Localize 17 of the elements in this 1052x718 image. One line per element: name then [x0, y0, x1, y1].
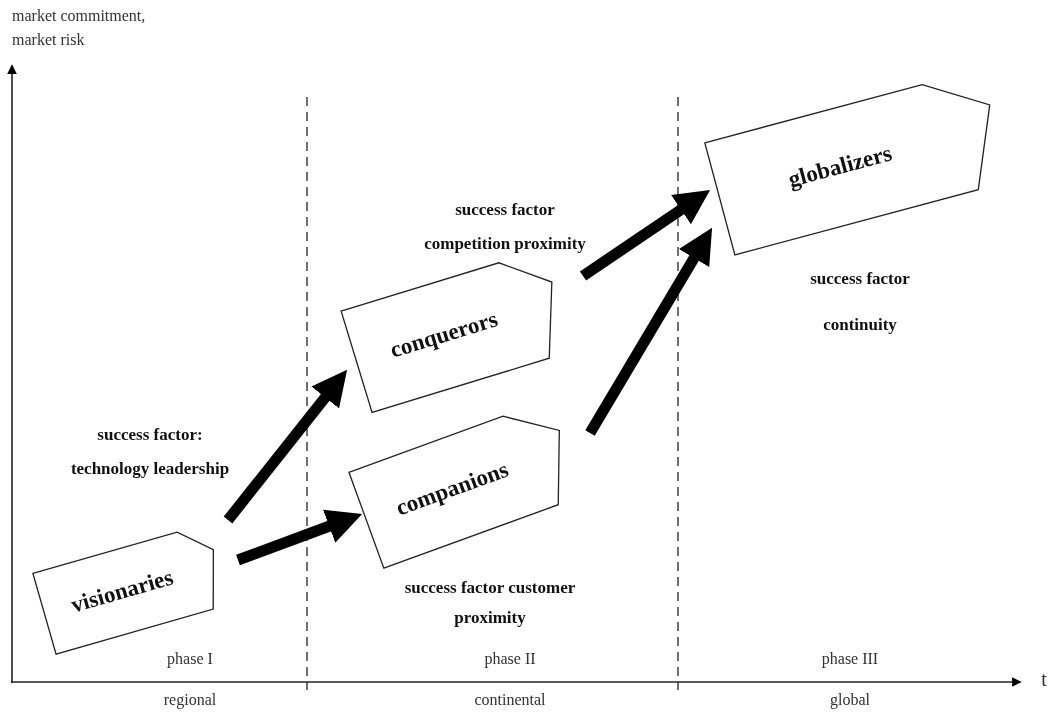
arrow — [585, 227, 713, 436]
axis-title: market commitment, market risk — [12, 6, 147, 50]
success-factor-note: success factor continuity — [809, 268, 911, 336]
region-label: global — [829, 691, 871, 709]
region-label: regional — [162, 691, 218, 709]
region-label: continental — [473, 691, 547, 709]
arrow — [579, 189, 711, 281]
arrow — [223, 369, 348, 524]
arrow — [236, 509, 363, 566]
success-factor-note: success factor competition proximity — [423, 199, 587, 255]
node-label: visionaries — [68, 564, 177, 619]
phase-label: phase II — [483, 650, 537, 668]
phase-label: phase III — [820, 650, 880, 668]
success-factor-note: success factor customer proximity — [403, 577, 577, 629]
success-factor-note: success factor: technology leadership — [69, 424, 231, 480]
phase-label: phase I — [166, 650, 214, 668]
axis-label: t — [1040, 668, 1048, 691]
